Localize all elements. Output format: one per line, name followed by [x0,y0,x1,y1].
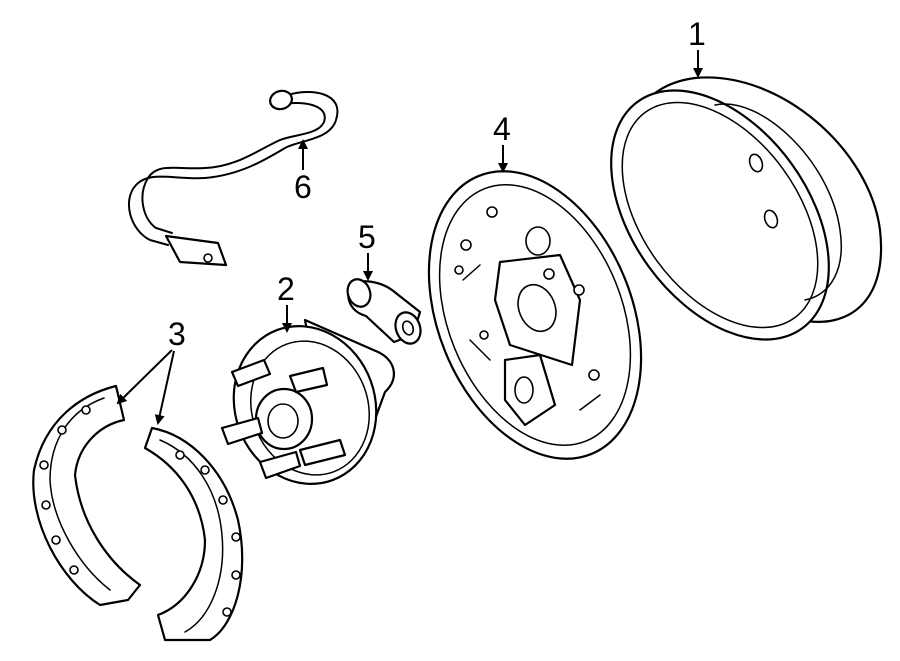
abs-sensor-cable [127,89,339,267]
callout-5: 5 [358,219,376,281]
hub-and-bearing [220,318,395,485]
callout-6: 6 [294,139,312,205]
callout-number-5: 5 [358,219,376,255]
callout-3: 3 [116,316,186,425]
callout-1: 1 [688,16,706,78]
callout-number-1: 1 [688,16,706,52]
brake-shoes [32,384,244,642]
callout-number-3: 3 [168,316,186,352]
callout-number-6: 6 [294,169,312,205]
wheel-cylinder [346,278,422,345]
callout-number-4: 4 [493,111,511,147]
callout-4: 4 [493,111,511,173]
callout-2: 2 [277,271,295,333]
brake-drum [610,76,883,341]
callout-number-2: 2 [277,271,295,307]
backing-plate [427,170,643,460]
